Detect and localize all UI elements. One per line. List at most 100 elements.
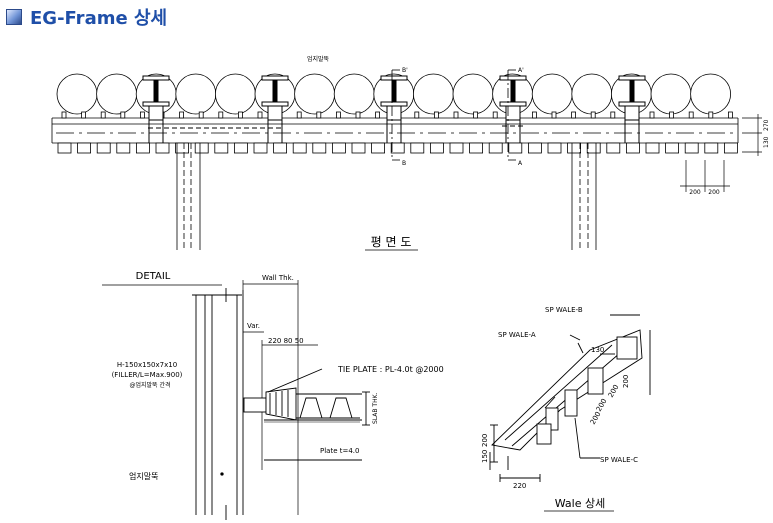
wale-caption: Wale 상세 <box>555 497 605 510</box>
plan-stud-small <box>316 111 322 119</box>
plan-stud <box>645 142 660 154</box>
detail-h-beam <box>192 288 244 520</box>
plan-stud <box>724 142 738 154</box>
plan-stud <box>116 142 131 154</box>
plan-dim-130: 130 <box>763 136 770 148</box>
pile-circle <box>412 73 454 115</box>
plan-stud <box>684 142 699 154</box>
plan-stud-small <box>649 111 655 119</box>
header-bullet-icon <box>6 9 22 25</box>
section-a-top-label: A' <box>518 67 524 74</box>
plan-stud-small <box>590 111 596 119</box>
section-cut-a <box>507 69 516 161</box>
wale-b-label: SP WALE-B <box>545 306 583 314</box>
plan-studs <box>57 111 738 154</box>
plan-dim-270: 270 <box>763 119 770 131</box>
plan-stud <box>508 142 523 154</box>
wale-c-label: SP WALE-C <box>600 456 638 464</box>
plan-top-label: 엄지말뚝 <box>307 55 330 63</box>
detail-view: DETAIL Wall Thk. Var. 220 80 50 <box>102 271 444 520</box>
plan-stud <box>469 142 484 154</box>
plan-caption: 평 면 도 <box>371 235 412 249</box>
wale-view: SP WALE-B SP WALE-A SP WALE-C 130 200 20… <box>481 306 651 512</box>
plan-stud-small <box>198 111 204 119</box>
plan-stud <box>665 142 679 154</box>
pile-circle <box>690 73 731 115</box>
wale-a-label: SP WALE-A <box>498 331 536 339</box>
section-cut-b <box>391 69 400 161</box>
plan-stud <box>449 142 464 154</box>
plan-stud <box>567 142 581 154</box>
pile-circle <box>333 73 375 115</box>
plan-stud <box>606 142 621 154</box>
plan-stud-small <box>61 111 67 119</box>
plan-stud <box>528 142 542 154</box>
page-header: EG-Frame 상세 <box>6 4 167 30</box>
plan-wall-band <box>51 117 739 144</box>
var-label: Var. <box>247 322 260 330</box>
plan-stud-small <box>120 111 126 119</box>
pile-circle <box>175 73 217 115</box>
wale-body <box>489 314 651 482</box>
wale-dim-220: 220 <box>513 482 526 490</box>
pile-circle <box>294 73 336 115</box>
h-beam-symbol <box>618 75 646 143</box>
plan-stud <box>292 142 307 154</box>
plan-stud-small <box>257 111 263 119</box>
wale-dim-130: 130 <box>591 346 604 354</box>
pile-circle <box>56 73 98 115</box>
plan-stud <box>488 142 503 154</box>
plan-stud-small <box>728 111 733 119</box>
plan-stud-small <box>139 111 145 119</box>
pile-circle <box>650 73 692 115</box>
plan-stud-small <box>218 111 224 119</box>
h-beam-line3: @엄지말뚝 간격 <box>129 381 170 389</box>
plan-stud-small <box>492 111 498 119</box>
h-beam-symbol <box>142 75 170 143</box>
plan-stud-small <box>532 111 537 119</box>
plan-columns <box>176 143 597 250</box>
plan-stud-small <box>551 111 557 119</box>
pile-circle <box>452 73 494 115</box>
plan-stud <box>253 142 268 154</box>
pile-circle <box>96 73 137 115</box>
plan-right-dimension <box>742 114 762 156</box>
plan-stud-small <box>473 111 479 119</box>
pile-circle <box>531 73 573 115</box>
wale-dim-200-left: 200 <box>481 434 489 447</box>
plan-dashed-beam <box>148 125 525 129</box>
plan-stud <box>547 142 562 154</box>
plan-stud <box>194 142 209 154</box>
plan-stud-small <box>100 111 106 119</box>
plan-stud <box>233 142 248 154</box>
plan-stud-small <box>708 111 714 119</box>
plate-label: Plate t=4.0 <box>320 447 359 455</box>
plan-stud <box>214 142 229 154</box>
detail-dims-label: 220 80 50 <box>268 337 304 345</box>
h-beam-symbol <box>261 75 289 143</box>
plan-stud-small <box>296 111 302 119</box>
section-a-bottom-label: A <box>518 160 523 167</box>
plan-stud <box>273 142 288 154</box>
plan-stud-small <box>414 111 420 119</box>
plan-bottom-dimension <box>680 160 730 192</box>
detail-title: DETAIL <box>136 271 171 282</box>
plan-stud <box>77 142 91 154</box>
plan-stud-small <box>433 111 439 119</box>
plan-stud-small <box>335 111 341 119</box>
detail-wall-dimension <box>242 280 318 515</box>
pile-circle <box>571 73 613 115</box>
plan-dim-200-left: 200 <box>689 189 701 196</box>
h-beam-symbol <box>380 75 408 143</box>
section-b-top-label: B' <box>402 67 408 74</box>
plan-stud-small <box>237 111 243 119</box>
h-beam-line2: (FILLER/L=Max.900) <box>112 371 183 379</box>
plan-stud-small <box>453 111 459 119</box>
h-beam-line1: H-150x150x7x10 <box>117 361 177 369</box>
plan-view: 엄지말뚝 <box>51 55 770 251</box>
plan-stud-small <box>81 111 86 119</box>
plan-stud <box>390 142 405 154</box>
plan-stud <box>704 142 719 154</box>
wale-dim-200-v: 200 <box>622 375 630 388</box>
